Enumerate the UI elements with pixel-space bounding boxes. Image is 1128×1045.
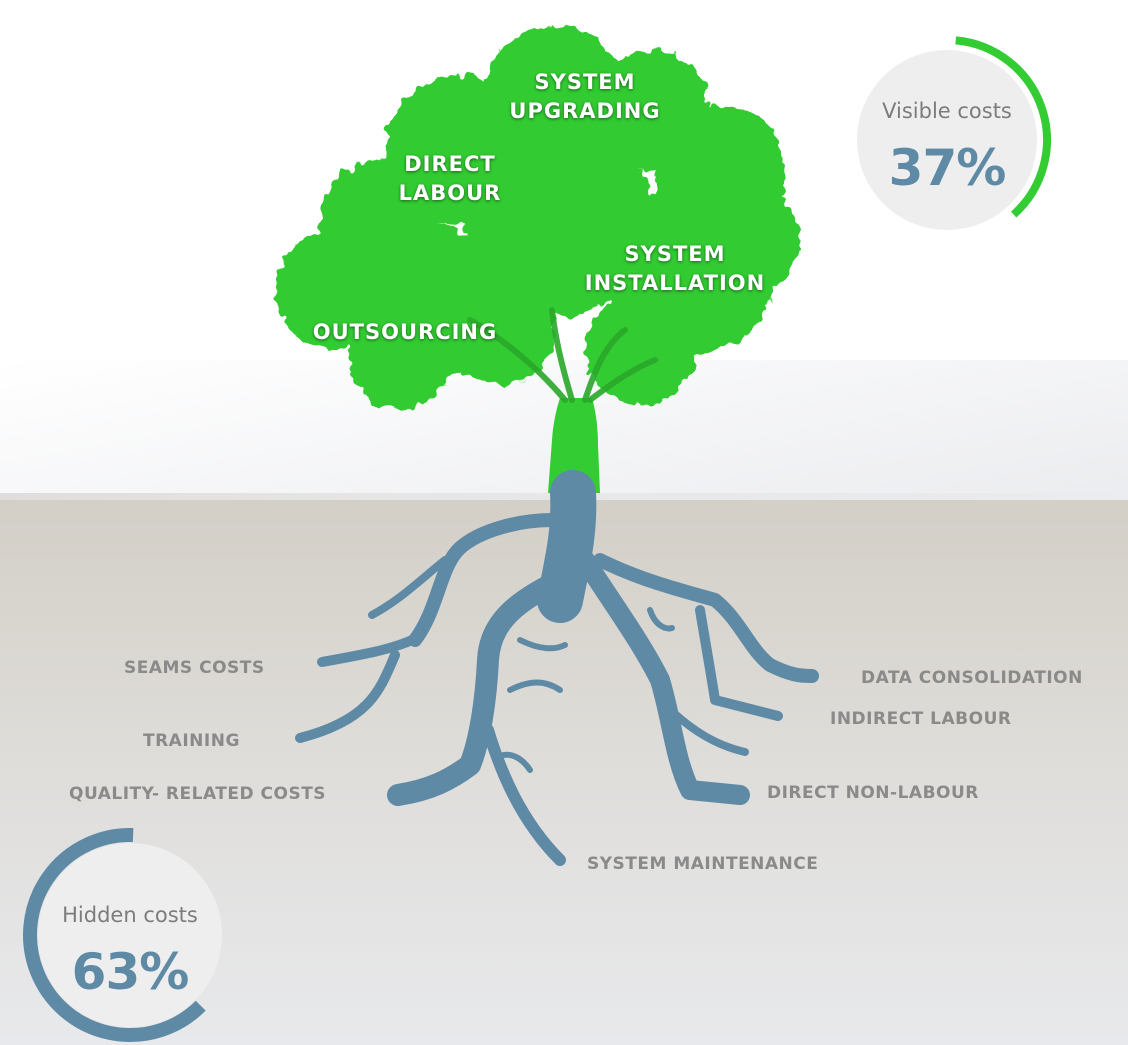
visible-costs-gauge (857, 36, 1051, 230)
label-direct-non-labour: DIRECT NON-LABOUR (767, 783, 979, 803)
label-quality-related-costs: QUALITY- RELATED COSTS (69, 784, 327, 804)
label-direct-labour: DIRECT LABOUR (398, 152, 502, 205)
label-seams-costs: SEAMS COSTS (124, 658, 265, 678)
label-data-consolidation: DATA CONSOLIDATION (861, 668, 1083, 688)
hidden-costs-value: 63% (71, 943, 190, 1001)
label-system-maintenance: SYSTEM MAINTENANCE (587, 854, 819, 874)
tree-roots (295, 470, 819, 866)
tree-trunk (548, 398, 600, 493)
visible-costs-value: 37% (888, 139, 1007, 197)
visible-gauge-disc (857, 50, 1037, 230)
label-indirect-labour: INDIRECT LABOUR (830, 709, 1012, 729)
label-training: TRAINING (143, 731, 240, 751)
label-outsourcing: OUTSOURCING (312, 320, 498, 344)
tree-canopy (275, 25, 800, 410)
visible-costs-caption: Visible costs (882, 99, 1012, 123)
hidden-costs-caption: Hidden costs (62, 903, 198, 927)
tree-branches (467, 307, 658, 403)
hidden-gauge-disc (38, 843, 222, 1027)
hidden-gauge-arc (23, 828, 206, 1042)
hidden-costs-gauge (23, 828, 222, 1042)
visible-gauge-arc (955, 36, 1051, 218)
label-system-upgrading: SYSTEM UPGRADING (509, 70, 661, 123)
label-system-installation: SYSTEM INSTALLATION (584, 242, 766, 295)
